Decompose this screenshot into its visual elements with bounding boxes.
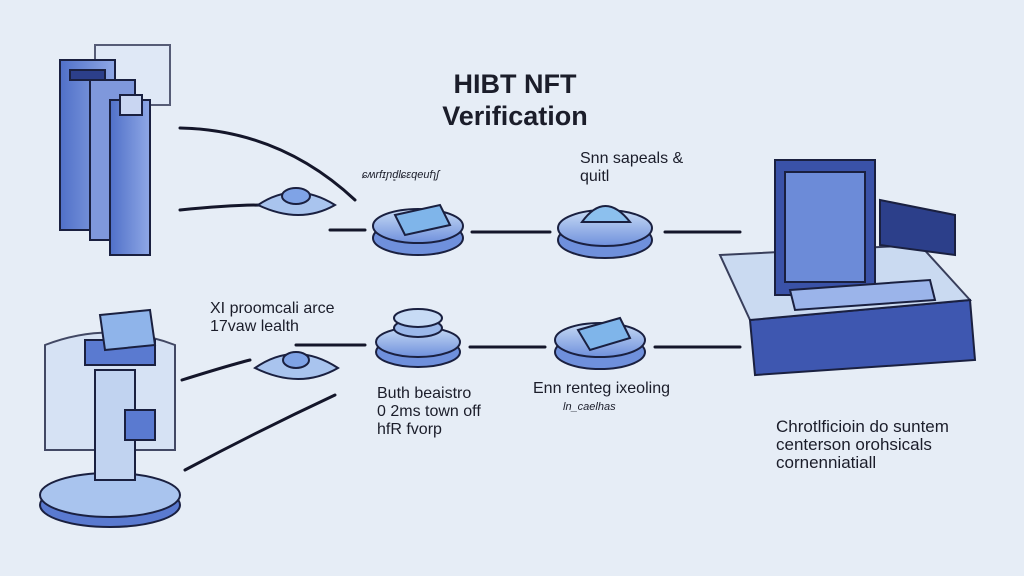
label-line: 0 2ms town off [377, 403, 481, 420]
verification-disc-icon [372, 203, 464, 256]
small-device-icon [255, 187, 337, 216]
title-line-2: Verification [442, 101, 588, 131]
server-towers-icon [59, 44, 171, 256]
label-line: centerson orohsicals [776, 435, 932, 454]
label-line: Chrotlficioin do suntem [776, 417, 949, 436]
bottom-right-mid-label: Enn renteg ixeoling ln_caelhas [533, 380, 670, 416]
label-line: ln_caelhas [563, 401, 616, 413]
label-line: XI proomcali arce [210, 300, 335, 317]
top-squiggle-label: ɕʍrfɪɲd̥ɫɕɛqeufɿʃ [362, 169, 440, 181]
label-line: quitl [580, 168, 610, 185]
verification-disc-icon [557, 205, 653, 259]
top-right-label: Snn sapeals &quitl [580, 150, 683, 186]
small-device-icon [253, 351, 340, 380]
verification-computer-icon [718, 159, 977, 377]
verification-disc-icon [554, 316, 646, 370]
label-line: Snn sapeals & [580, 150, 684, 167]
title-line-1: HIBT NFT [453, 69, 577, 99]
label-line: cornenniatiall [776, 453, 877, 472]
verification-disc-icon [375, 308, 461, 368]
label-line: hfR fvorp [377, 421, 442, 438]
nft-machine-icon [39, 308, 181, 528]
connector-lines [178, 126, 742, 472]
label-line: 17vaw lealth [210, 318, 299, 335]
label-line: Enn renteg ixeoling [533, 380, 670, 397]
label-line: Buth beaistro [377, 385, 472, 402]
